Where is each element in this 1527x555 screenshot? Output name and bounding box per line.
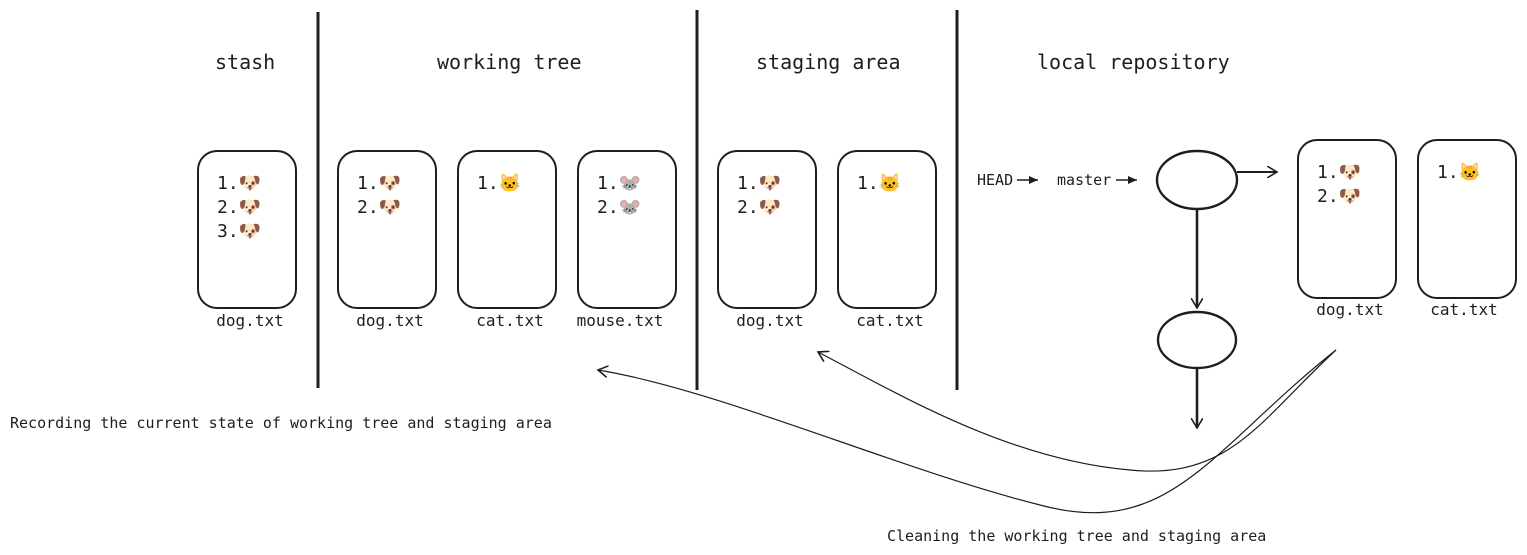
clean-caption: Cleaning the working tree and staging ar… bbox=[887, 527, 1267, 545]
file-card-staging-dog: 1.🐶 2.🐶 bbox=[717, 150, 817, 309]
section-title-working-tree: working tree bbox=[437, 50, 582, 74]
file-line: 2.🐶 bbox=[1317, 186, 1362, 207]
restore-arrow-staging-area bbox=[818, 349, 1337, 472]
file-name-working-mouse: mouse.txt bbox=[576, 311, 664, 330]
section-title-stash: stash bbox=[215, 50, 276, 74]
file-card-staging-cat: 1.🐱 bbox=[837, 150, 937, 309]
section-title-local-repository: local repository bbox=[1037, 50, 1230, 74]
restore-arrow-working-tree bbox=[598, 349, 1337, 514]
file-name-repo-dog: dog.txt bbox=[1316, 300, 1384, 319]
file-line: 2.🐶 bbox=[357, 197, 402, 218]
file-name-stash-dog: dog.txt bbox=[216, 311, 284, 330]
file-line: 1.🐭 bbox=[597, 173, 642, 194]
file-card-working-mouse: 1.🐭 2.🐭 bbox=[577, 150, 677, 309]
file-name-working-dog: dog.txt bbox=[356, 311, 424, 330]
commit-node-head bbox=[1155, 149, 1239, 211]
file-name-staging-cat: cat.txt bbox=[856, 311, 924, 330]
file-line: 2.🐭 bbox=[597, 197, 642, 218]
master-branch-label: master bbox=[1057, 171, 1112, 189]
file-line: 1.🐶 bbox=[357, 173, 402, 194]
file-line: 1.🐱 bbox=[857, 173, 902, 194]
stash-caption: Recording the current state of working t… bbox=[10, 414, 552, 432]
file-line: 1.🐶 bbox=[737, 173, 782, 194]
commit-node-parent bbox=[1156, 310, 1238, 370]
file-card-repo-dog: 1.🐶 2.🐶 bbox=[1297, 139, 1397, 299]
file-name-repo-cat: cat.txt bbox=[1430, 300, 1498, 319]
file-line: 3.🐶 bbox=[217, 221, 262, 242]
file-line: 1.🐶 bbox=[217, 173, 262, 194]
head-ref-label: HEAD bbox=[977, 171, 1014, 189]
file-name-working-cat: cat.txt bbox=[476, 311, 544, 330]
file-line: 2.🐶 bbox=[737, 197, 782, 218]
file-card-working-dog: 1.🐶 2.🐶 bbox=[337, 150, 437, 309]
file-line: 1.🐱 bbox=[1437, 162, 1482, 183]
file-name-staging-dog: dog.txt bbox=[736, 311, 804, 330]
file-line: 1.🐶 bbox=[1317, 162, 1362, 183]
file-card-stash-dog: 1.🐶 2.🐶 3.🐶 bbox=[197, 150, 297, 309]
file-line: 2.🐶 bbox=[217, 197, 262, 218]
file-line: 1.🐱 bbox=[477, 173, 522, 194]
section-title-staging-area: staging area bbox=[756, 50, 901, 74]
file-card-repo-cat: 1.🐱 bbox=[1417, 139, 1517, 299]
file-card-working-cat: 1.🐱 bbox=[457, 150, 557, 309]
